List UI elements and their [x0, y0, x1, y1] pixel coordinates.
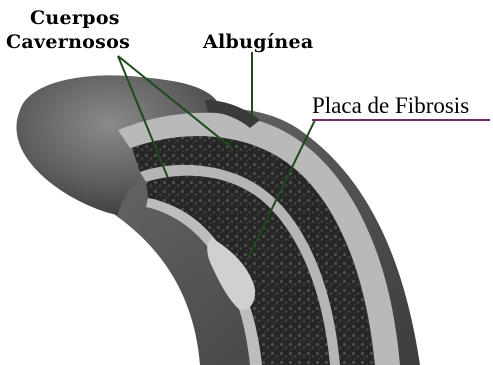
label-placa-fibrosis: Placa de Fibrosis: [312, 93, 469, 118]
label-cuerpos: Cuerpos: [30, 7, 120, 29]
label-albuginea: Albugínea: [202, 31, 313, 53]
label-cavernosos: Cavernosos: [6, 31, 130, 53]
